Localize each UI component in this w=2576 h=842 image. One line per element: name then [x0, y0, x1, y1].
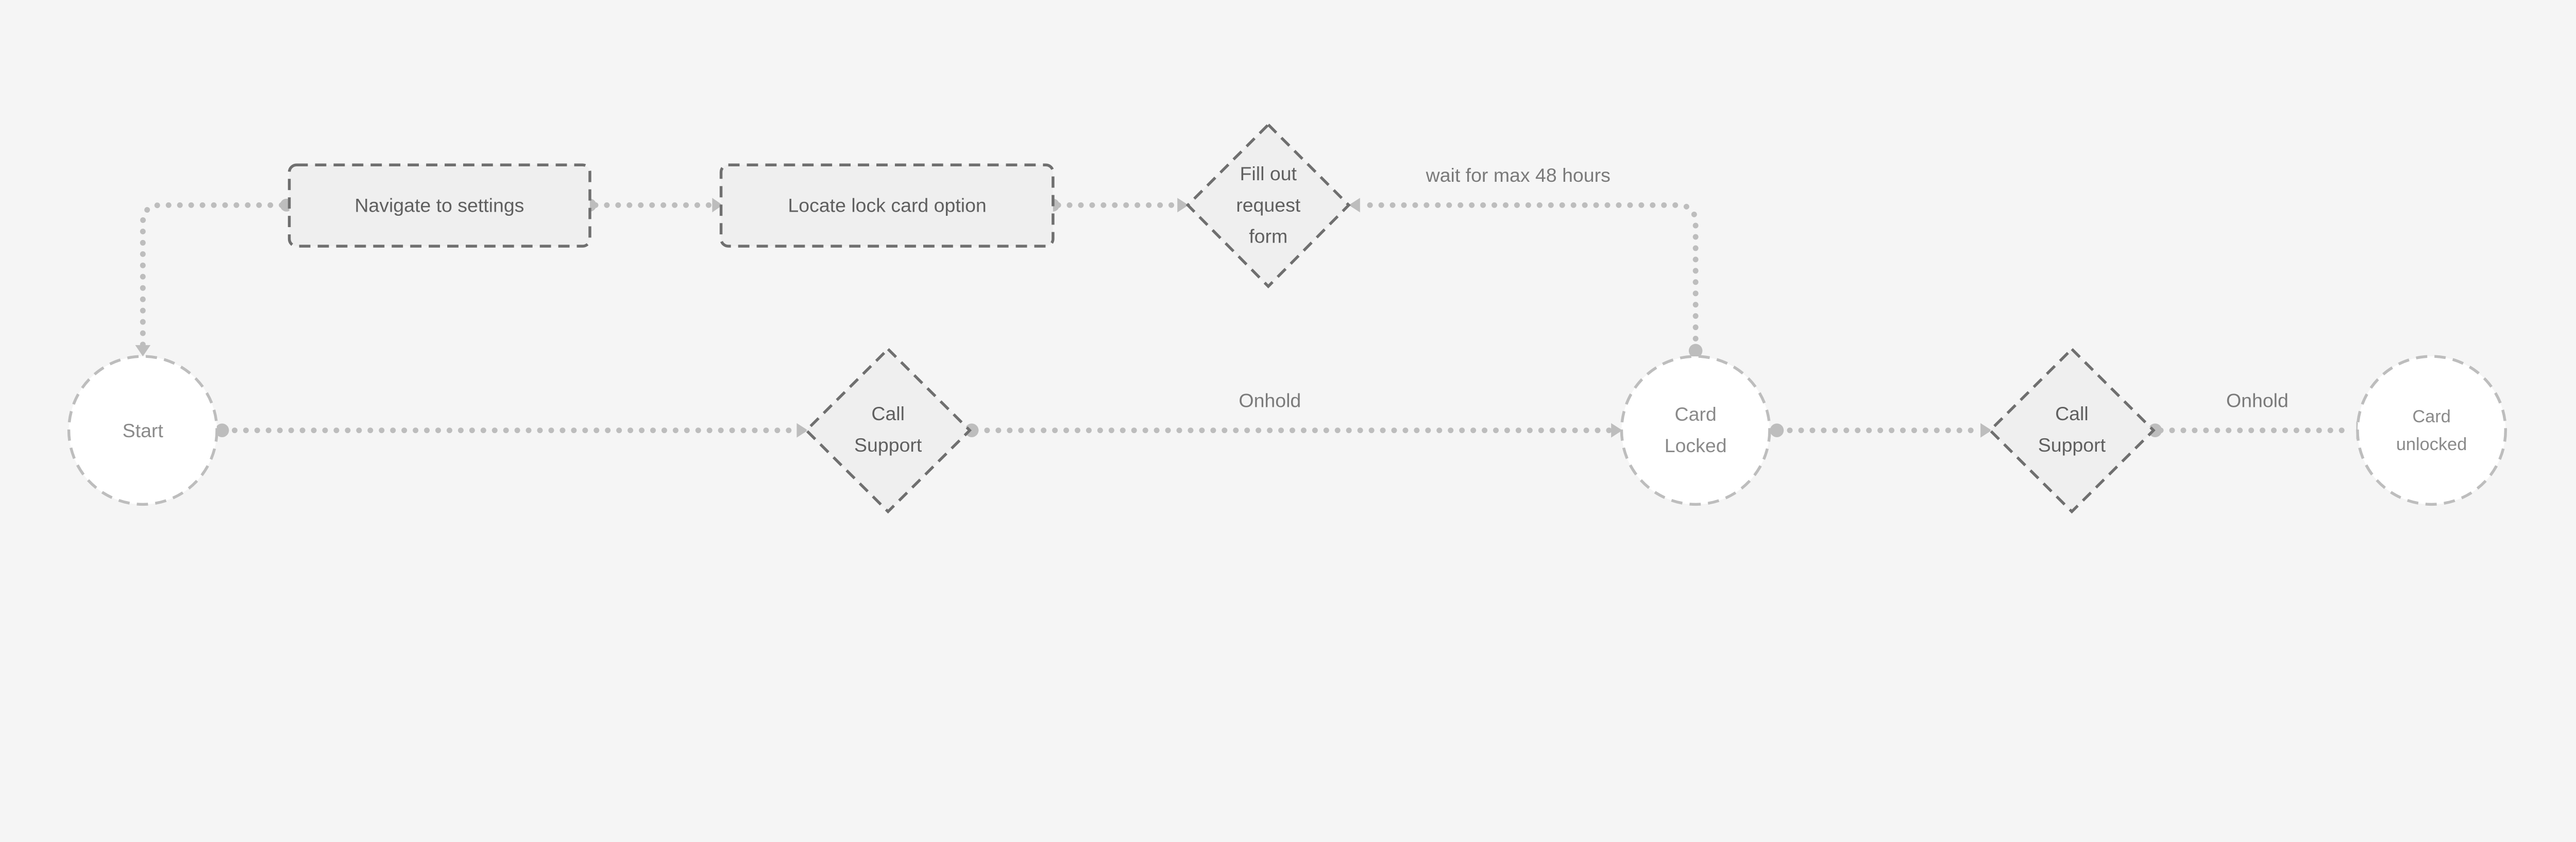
node-label-line: Card	[2412, 407, 2450, 426]
arrowhead-icon	[1177, 198, 1189, 213]
node-label: Navigate to settings	[354, 195, 524, 216]
connector-start-dot	[1688, 343, 1703, 358]
node-label: Locate lock card option	[788, 195, 986, 216]
flowchart-canvas: wait for max 48 hours Onhold Onhold Star…	[0, 0, 2576, 658]
connector-card-locked-to-call-support-2[interactable]	[1770, 423, 1992, 438]
node-start[interactable]: Start	[67, 355, 218, 506]
connector-line	[1357, 202, 1699, 353]
node-shape	[804, 347, 972, 514]
connector-call-support-1-to-card-locked[interactable]: Onhold	[964, 389, 1623, 438]
node-locate-lock-card-option[interactable]: Locate lock card option	[719, 163, 1055, 248]
node-card-unlocked[interactable]: Card unlocked	[2356, 355, 2507, 506]
connector-start-dot	[964, 423, 979, 437]
node-shape	[1620, 355, 1771, 506]
node-label: Start	[123, 420, 164, 441]
node-shape	[719, 163, 1055, 248]
arrowhead-icon	[796, 423, 808, 438]
node-label-line: Card	[1675, 403, 1717, 425]
node-label-line: Call	[2055, 403, 2089, 424]
node-shape	[287, 163, 591, 248]
edge-label-onhold-1: Onhold	[1239, 389, 1301, 411]
arrowhead-icon	[1348, 198, 1360, 213]
node-call-support-1[interactable]: Call Support	[804, 347, 972, 514]
edge-label-onhold-2: Onhold	[2226, 389, 2289, 411]
connector-line	[140, 202, 285, 349]
arrowhead-icon	[1980, 423, 1992, 438]
node-shape	[67, 355, 218, 506]
node-label-line: Support	[2038, 434, 2106, 456]
node-label-line: Call	[871, 403, 905, 424]
canvas-background	[0, 0, 2576, 658]
node-label-line: form	[1249, 226, 1287, 247]
node-label-line: request	[1236, 194, 1301, 216]
node-card-locked[interactable]: Card Locked	[1620, 355, 1771, 506]
arrowhead-icon	[712, 198, 723, 213]
connector-start-dot	[215, 423, 229, 437]
node-label-line: Locked	[1665, 435, 1727, 456]
node-call-support-2[interactable]: Call Support	[1988, 347, 2156, 514]
connector-start-dot	[1770, 423, 1784, 437]
node-label-line: unlocked	[2396, 435, 2467, 454]
connector-start-to-call-support-1[interactable]	[215, 423, 808, 438]
node-navigate-to-settings[interactable]: Navigate to settings	[287, 163, 591, 248]
arrowhead-icon	[135, 345, 151, 356]
node-label-line: Support	[854, 434, 922, 456]
arrowhead-icon	[1611, 423, 1623, 438]
node-fill-out-request-form[interactable]: Fill out request form	[1185, 123, 1351, 288]
node-shape	[1988, 347, 2156, 514]
connector-card-locked-to-fill-form[interactable]: wait for max 48 hours	[1348, 164, 1703, 358]
node-shape	[2356, 355, 2507, 506]
node-shape	[1185, 123, 1351, 288]
node-label-line: Fill out	[1240, 163, 1297, 184]
edge-label-wait: wait for max 48 hours	[1426, 164, 1611, 186]
